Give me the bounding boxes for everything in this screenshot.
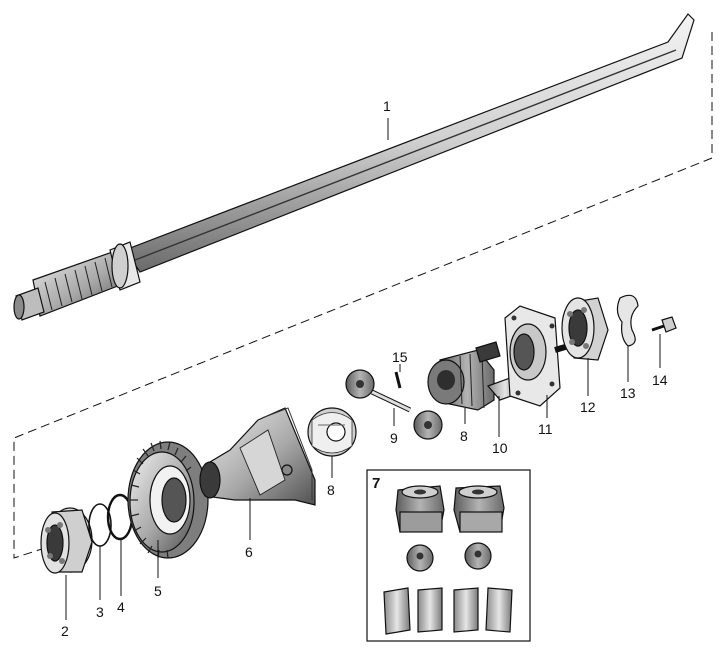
callout-8b: 8 (460, 428, 468, 444)
inset-pinion-gear-left (406, 544, 434, 572)
bearing-right (561, 297, 609, 361)
inset-thrust-blocks (383, 587, 513, 635)
callout-10: 10 (492, 440, 508, 456)
callout-12: 12 (580, 399, 596, 415)
ring-gear (127, 440, 209, 559)
lock-plate (616, 294, 639, 347)
axle-shaft (13, 13, 695, 321)
inset-pinion-gear-right (464, 542, 492, 570)
callout-9: 9 (390, 430, 398, 446)
side-gear-case (307, 407, 357, 457)
callout-5: 5 (154, 583, 162, 599)
callout-8a: 8 (327, 482, 335, 498)
inset-side-gear-left (395, 485, 445, 533)
kit-inset-box: 7 (366, 469, 531, 642)
callout-6: 6 (245, 544, 253, 560)
callout-4: 4 (117, 599, 125, 615)
pinion-shaft-assembly (345, 369, 443, 440)
assembly-dashed-line (13, 32, 713, 559)
callout-2: 2 (61, 623, 69, 639)
bearing-left (40, 507, 93, 574)
side-gear (427, 341, 501, 411)
callout-1: 1 (383, 98, 391, 114)
bolt (651, 316, 677, 333)
callout-15: 15 (392, 349, 408, 365)
callout-13: 13 (620, 385, 636, 401)
callout-3: 3 (96, 604, 104, 620)
inset-side-gear-right (453, 485, 505, 533)
callout-14: 14 (652, 372, 668, 388)
differential-case (199, 407, 316, 506)
callout-11: 11 (538, 421, 553, 437)
callout-7: 7 (372, 475, 380, 492)
lock-pin (394, 371, 402, 389)
